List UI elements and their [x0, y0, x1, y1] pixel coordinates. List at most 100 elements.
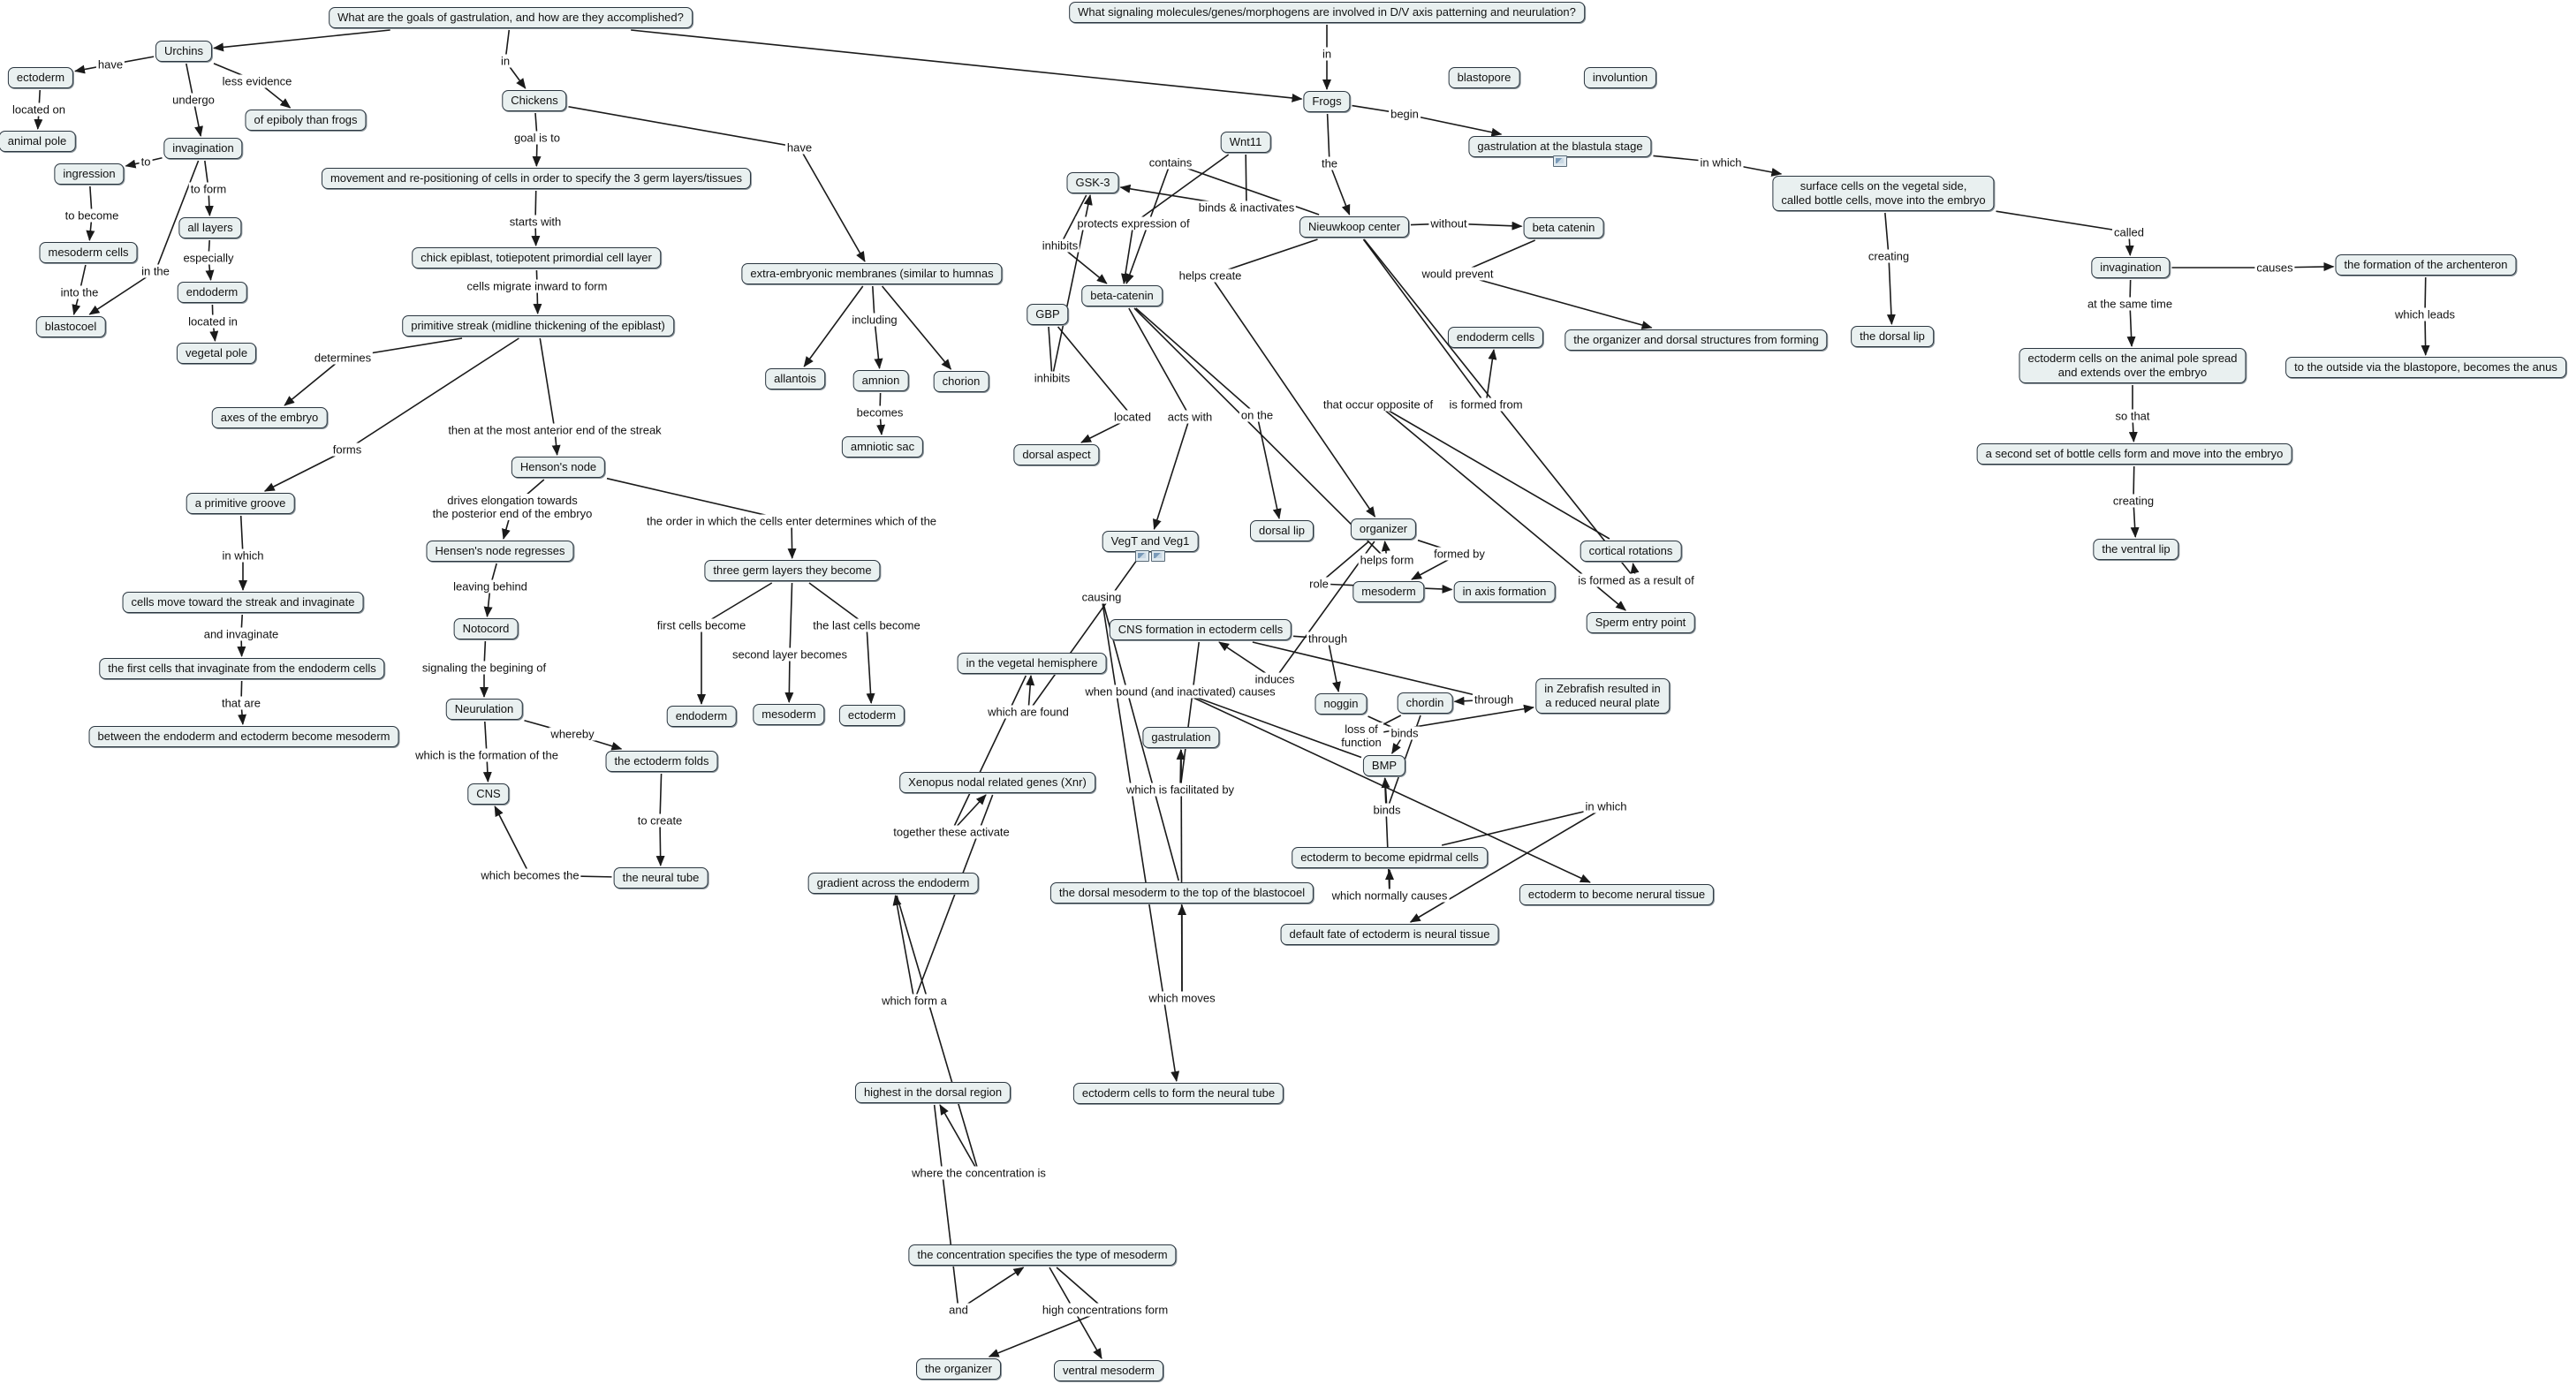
concept-node-invagination-f[interactable]: invagination: [2091, 257, 2171, 278]
concept-node-organizer[interactable]: organizer: [1350, 518, 1417, 540]
concept-node-dorsal-aspect[interactable]: dorsal aspect: [1013, 444, 1100, 465]
concept-node-chorion[interactable]: chorion: [933, 371, 989, 392]
connector-line: [988, 1309, 1106, 1358]
concept-node-mesoderm-cells[interactable]: mesoderm cells: [39, 242, 138, 263]
connector-line: [1179, 691, 1362, 759]
concept-node-q2[interactable]: What signaling molecules/genes/morphogen…: [1069, 2, 1585, 23]
concept-node-epiblast[interactable]: chick epiblast, totiepotent primordial c…: [412, 247, 661, 268]
concept-node-highest[interactable]: highest in the dorsal region: [854, 1082, 1011, 1103]
concept-node-invagination-u[interactable]: invagination: [163, 138, 243, 159]
concept-node-hensen-reg[interactable]: Hensen's node regresses: [426, 541, 574, 562]
concept-node-chickens[interactable]: Chickens: [502, 90, 567, 111]
concept-node-ecto-epid[interactable]: ectoderm to become epidrmal cells: [1292, 847, 1488, 868]
concept-node-streak[interactable]: primitive streak (midline thickening of …: [402, 315, 674, 337]
concept-node-beta-catenin[interactable]: beta-catenin: [1081, 285, 1163, 306]
concept-node-cortical[interactable]: cortical rotations: [1580, 541, 1682, 562]
concept-node-conc-spec[interactable]: the concentration specifies the type of …: [908, 1244, 1177, 1266]
concept-node-ecto-tube[interactable]: ectoderm cells to form the neural tube: [1072, 1083, 1284, 1104]
link-label: and: [947, 1303, 970, 1317]
concept-node-frogs[interactable]: Frogs: [1303, 91, 1351, 112]
concept-node-animal-spread[interactable]: ectoderm cells on the animal pole spread…: [2019, 348, 2246, 383]
concept-node-gsk3[interactable]: GSK-3: [1066, 172, 1119, 193]
concept-node-nieuwkoop[interactable]: Nieuwkoop center: [1299, 216, 1410, 238]
concept-node-endoderm-u[interactable]: endoderm: [177, 282, 247, 303]
concept-node-amnion[interactable]: amnion: [852, 370, 909, 391]
concept-node-dorsal-meso[interactable]: the dorsal mesoderm to the top of the bl…: [1049, 882, 1315, 904]
concept-node-between[interactable]: between the endoderm and ectoderm become…: [88, 726, 399, 747]
concept-node-blastopore[interactable]: blastopore: [1448, 67, 1520, 88]
concept-node-first-cells[interactable]: the first cells that invaginate from the…: [99, 658, 385, 679]
concept-node-gastrulation-bl[interactable]: gastrulation at the blastula stage: [1468, 136, 1652, 157]
concept-node-noggin[interactable]: noggin: [1315, 693, 1368, 715]
concept-node-neurulation[interactable]: Neurulation: [445, 699, 523, 720]
concept-node-urchins[interactable]: Urchins: [155, 41, 213, 62]
concept-node-endoderm-c[interactable]: endoderm: [666, 706, 737, 727]
concept-node-text: gastrulation: [1151, 730, 1211, 744]
concept-node-chordin[interactable]: chordin: [1397, 692, 1453, 714]
concept-node-movement[interactable]: movement and re-positioning of cells in …: [321, 168, 752, 189]
concept-node-all-layers[interactable]: all layers: [178, 217, 242, 238]
concept-node-axes[interactable]: axes of the embryo: [211, 407, 328, 428]
concept-node-outside[interactable]: to the outside via the blastopore, becom…: [2285, 357, 2566, 378]
concept-node-cns-chick[interactable]: CNS: [467, 783, 510, 805]
concept-node-q1[interactable]: What are the goals of gastrulation, and …: [329, 7, 693, 28]
concept-node-neural-tube[interactable]: the neural tube: [613, 867, 708, 889]
concept-node-vegetal-hemi[interactable]: in the vegetal hemisphere: [957, 653, 1107, 674]
concept-node-epiboly[interactable]: of epiboly than frogs: [245, 110, 367, 131]
link-label: which leads: [2393, 307, 2457, 321]
concept-node-gastrulation[interactable]: gastrulation: [1142, 727, 1220, 748]
concept-node-mesoderm-o[interactable]: mesoderm: [1352, 581, 1425, 602]
concept-node-mesoderm-c[interactable]: mesoderm: [753, 704, 825, 725]
concept-node-gradient[interactable]: gradient across the endoderm: [807, 873, 979, 894]
concept-node-surface[interactable]: surface cells on the vegetal side,called…: [1772, 176, 1995, 211]
concept-node-groove[interactable]: a primitive groove: [186, 493, 295, 514]
concept-node-second-set[interactable]: a second set of bottle cells form and mo…: [1976, 443, 2292, 465]
concept-node-sperm[interactable]: Sperm entry point: [1586, 612, 1695, 633]
concept-node-animal-pole[interactable]: animal pole: [0, 131, 76, 152]
concept-node-vegt[interactable]: VegT and Veg1: [1102, 531, 1199, 552]
concept-node-ectoderm-c[interactable]: ectoderm: [838, 705, 905, 726]
concept-node-cns-formation[interactable]: CNS formation in ectoderm cells: [1109, 619, 1292, 640]
concept-node-archenteron[interactable]: the formation of the archenteron: [2335, 254, 2517, 276]
resource-icon-group[interactable]: [1552, 154, 1568, 170]
concept-node-endoderm-cells[interactable]: endoderm cells: [1447, 327, 1544, 348]
image-resource-icon[interactable]: [1553, 155, 1567, 168]
concept-node-the-organizer[interactable]: the organizer: [916, 1358, 1001, 1380]
link-label-text: together these activate: [893, 825, 1010, 839]
concept-node-notocord[interactable]: Notocord: [453, 618, 519, 639]
concept-node-dorsal-lip-f[interactable]: the dorsal lip: [1851, 326, 1934, 347]
concept-node-ectoderm-u[interactable]: ectoderm: [7, 67, 74, 88]
concept-node-allantois[interactable]: allantois: [765, 368, 825, 389]
concept-node-bmp[interactable]: BMP: [1362, 755, 1406, 776]
concept-node-xnr[interactable]: Xenopus nodal related genes (Xnr): [899, 772, 1095, 793]
concept-node-ingression[interactable]: ingression: [54, 163, 125, 185]
concept-node-text: involuntion: [1592, 71, 1648, 84]
concept-node-ecto-folds[interactable]: the ectoderm folds: [605, 751, 718, 772]
concept-node-cells-move[interactable]: cells move toward the streak and invagin…: [122, 592, 364, 613]
concept-node-amniotic[interactable]: amniotic sac: [841, 436, 924, 458]
concept-node-wnt11[interactable]: Wnt11: [1220, 132, 1271, 153]
concept-node-dorsal-lip[interactable]: dorsal lip: [1249, 520, 1315, 541]
link-label: to: [139, 155, 153, 169]
concept-node-extra[interactable]: extra-embryonic membranes (similar to hu…: [741, 263, 1003, 284]
link-label: to create: [635, 813, 685, 828]
concept-node-vegetal-pole[interactable]: vegetal pole: [176, 343, 257, 364]
concept-node-three-germ[interactable]: three germ layers they become: [704, 560, 881, 581]
image-resource-icon[interactable]: [1135, 550, 1149, 563]
concept-node-involution[interactable]: involuntion: [1583, 67, 1657, 88]
concept-node-ventral-lip[interactable]: the ventral lip: [2093, 539, 2179, 560]
link-label-text: is formed as a result of: [1578, 573, 1694, 587]
concept-node-blastocoel[interactable]: blastocoel: [35, 316, 106, 337]
concept-node-ecto-neural[interactable]: ectoderm to become nerural tissue: [1519, 884, 1715, 905]
image-resource-icon[interactable]: [1151, 550, 1165, 563]
concept-node-text: invagination: [2100, 261, 2162, 274]
concept-node-gbp[interactable]: GBP: [1027, 304, 1069, 325]
concept-node-hensen[interactable]: Henson's node: [511, 457, 606, 478]
concept-node-beta-catenin-n[interactable]: beta catenin: [1523, 217, 1604, 238]
concept-node-axis-formation[interactable]: in axis formation: [1453, 581, 1556, 602]
resource-icon-group[interactable]: [1134, 548, 1166, 564]
concept-node-organizer-dorsal[interactable]: the organizer and dorsal structures from…: [1565, 329, 1828, 351]
concept-node-ventral-meso[interactable]: ventral mesoderm: [1053, 1360, 1164, 1381]
concept-node-default-fate[interactable]: default fate of ectoderm is neural tissu…: [1280, 924, 1499, 945]
